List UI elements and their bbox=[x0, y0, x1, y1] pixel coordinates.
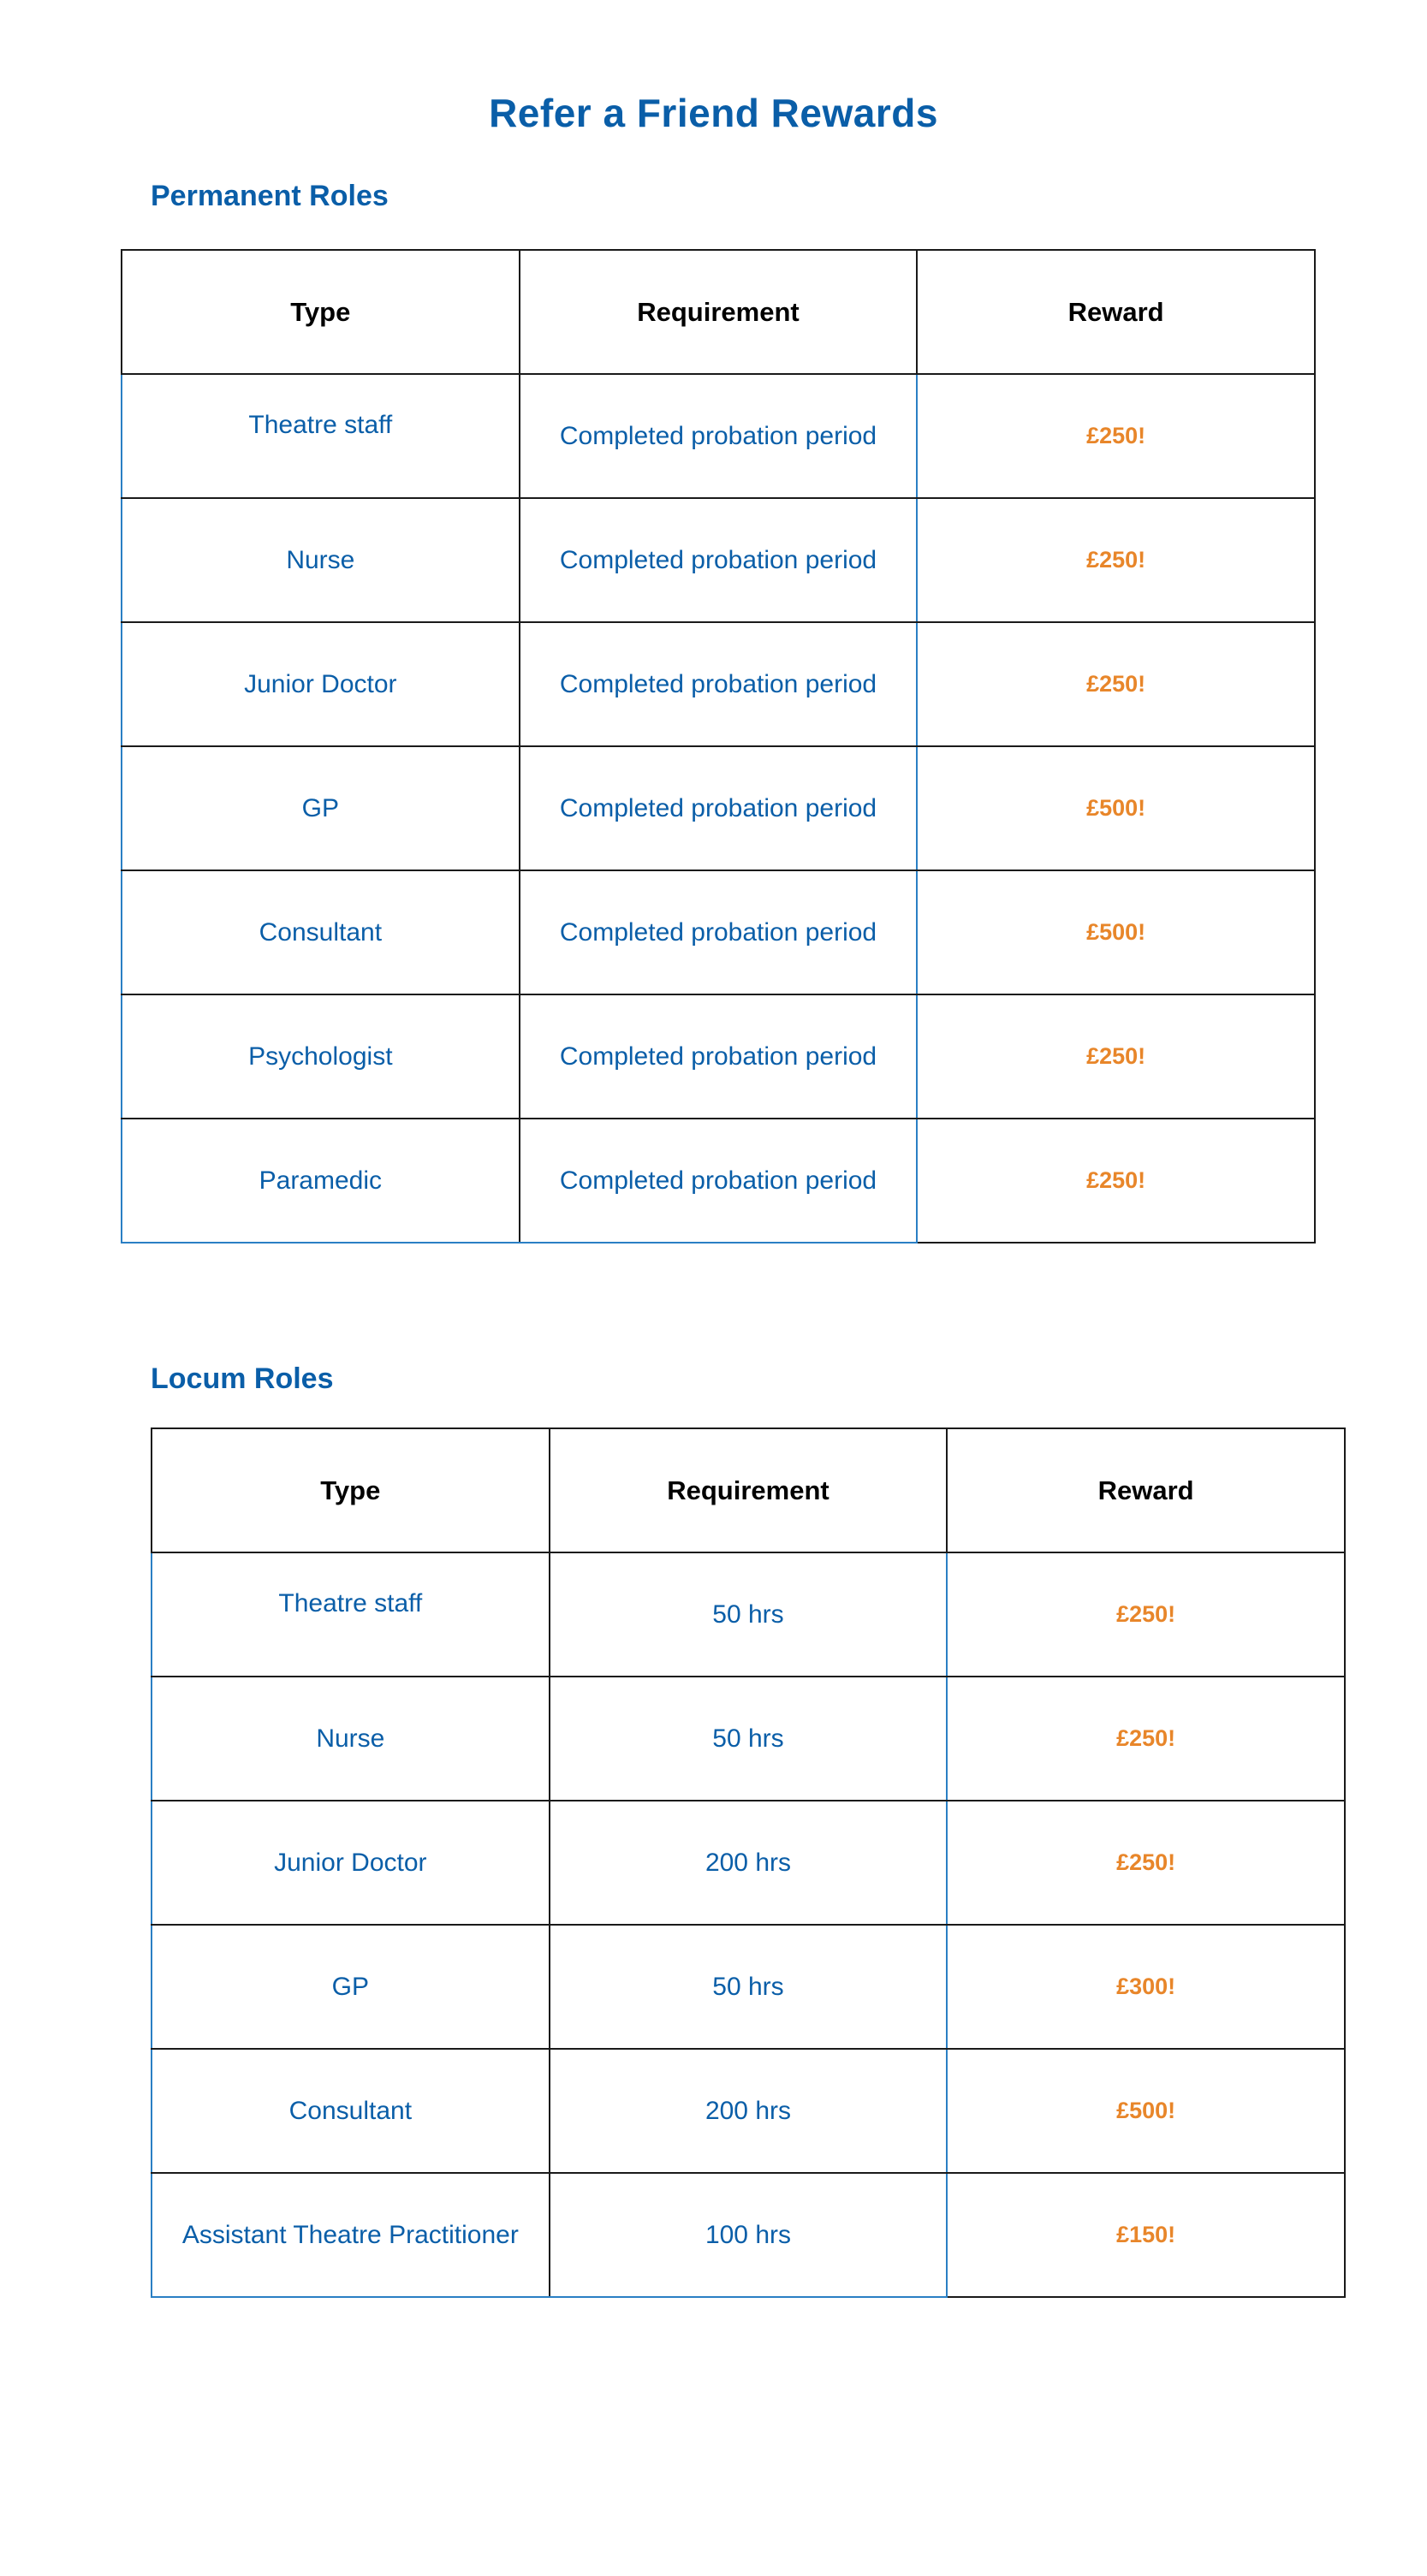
table-row: Consultant Completed probation period £5… bbox=[121, 870, 1316, 995]
role-type: Nurse bbox=[121, 497, 520, 623]
table-header-row: Type Requirement Reward bbox=[121, 249, 1316, 375]
role-requirement: 50 hrs bbox=[548, 1676, 948, 1801]
role-requirement: 200 hrs bbox=[548, 2048, 948, 2174]
table-row: Junior Doctor 200 hrs £250! bbox=[151, 1800, 1346, 1926]
role-type: Theatre staff bbox=[121, 373, 520, 499]
role-reward: £250! bbox=[916, 1118, 1316, 1243]
role-type: Consultant bbox=[151, 2048, 550, 2174]
table-row: Junior Doctor Completed probation period… bbox=[121, 621, 1316, 747]
table-header-row: Type Requirement Reward bbox=[151, 1427, 1346, 1553]
role-requirement: Completed probation period bbox=[518, 621, 919, 747]
role-type: Nurse bbox=[151, 1676, 550, 1801]
role-requirement: 100 hrs bbox=[548, 2172, 948, 2298]
column-header-reward: Reward bbox=[946, 1427, 1346, 1553]
role-type: Paramedic bbox=[121, 1118, 520, 1243]
role-type: Consultant bbox=[121, 870, 520, 995]
table-row: Theatre staff 50 hrs £250! bbox=[151, 1552, 1346, 1677]
page-title: Refer a Friend Rewards bbox=[489, 90, 938, 135]
role-requirement: Completed probation period bbox=[518, 994, 919, 1119]
role-reward: £250! bbox=[916, 373, 1316, 499]
table-row: GP Completed probation period £500! bbox=[121, 745, 1316, 871]
role-requirement: 50 hrs bbox=[548, 1552, 948, 1677]
column-header-reward: Reward bbox=[916, 249, 1316, 375]
table-row: Paramedic Completed probation period £25… bbox=[121, 1118, 1316, 1243]
role-requirement: Completed probation period bbox=[518, 1118, 919, 1243]
column-header-requirement: Requirement bbox=[548, 1427, 948, 1553]
table-row: Nurse 50 hrs £250! bbox=[151, 1676, 1346, 1801]
role-reward: £300! bbox=[946, 1924, 1346, 2050]
role-reward: £500! bbox=[946, 2048, 1346, 2174]
table-row: Nurse Completed probation period £250! bbox=[121, 497, 1316, 623]
role-type: Theatre staff bbox=[151, 1552, 550, 1677]
role-reward: £250! bbox=[916, 994, 1316, 1119]
role-requirement: Completed probation period bbox=[518, 745, 919, 871]
role-type: Psychologist bbox=[121, 994, 520, 1119]
table-row: Consultant 200 hrs £500! bbox=[151, 2048, 1346, 2174]
role-reward: £500! bbox=[916, 870, 1316, 995]
role-type: Junior Doctor bbox=[121, 621, 520, 747]
role-reward: £250! bbox=[946, 1800, 1346, 1926]
role-requirement: Completed probation period bbox=[518, 497, 919, 623]
table-row: Assistant Theatre Practitioner 100 hrs £… bbox=[151, 2172, 1346, 2298]
role-reward: £500! bbox=[916, 745, 1316, 871]
column-header-type: Type bbox=[151, 1427, 550, 1553]
role-type: Junior Doctor bbox=[151, 1800, 550, 1926]
table-row: Psychologist Completed probation period … bbox=[121, 994, 1316, 1119]
permanent-roles-table: Type Requirement Reward Theatre staff Co… bbox=[121, 249, 1316, 1243]
table-row: Theatre staff Completed probation period… bbox=[121, 373, 1316, 499]
role-requirement: Completed probation period bbox=[518, 373, 919, 499]
role-reward: £250! bbox=[946, 1552, 1346, 1677]
column-header-requirement: Requirement bbox=[518, 249, 919, 375]
role-requirement: 200 hrs bbox=[548, 1800, 948, 1926]
locum-roles-table: Type Requirement Reward Theatre staff 50… bbox=[151, 1427, 1346, 2298]
role-type: GP bbox=[151, 1924, 550, 2050]
table-row: GP 50 hrs £300! bbox=[151, 1924, 1346, 2050]
locum-roles-heading: Locum Roles bbox=[151, 1362, 334, 1396]
role-reward: £250! bbox=[946, 1676, 1346, 1801]
role-requirement: Completed probation period bbox=[518, 870, 919, 995]
role-requirement: 50 hrs bbox=[548, 1924, 948, 2050]
role-reward: £150! bbox=[946, 2172, 1346, 2298]
permanent-roles-heading: Permanent Roles bbox=[151, 180, 389, 213]
role-type: GP bbox=[121, 745, 520, 871]
role-type: Assistant Theatre Practitioner bbox=[151, 2172, 550, 2298]
role-reward: £250! bbox=[916, 621, 1316, 747]
column-header-type: Type bbox=[121, 249, 520, 375]
role-reward: £250! bbox=[916, 497, 1316, 623]
